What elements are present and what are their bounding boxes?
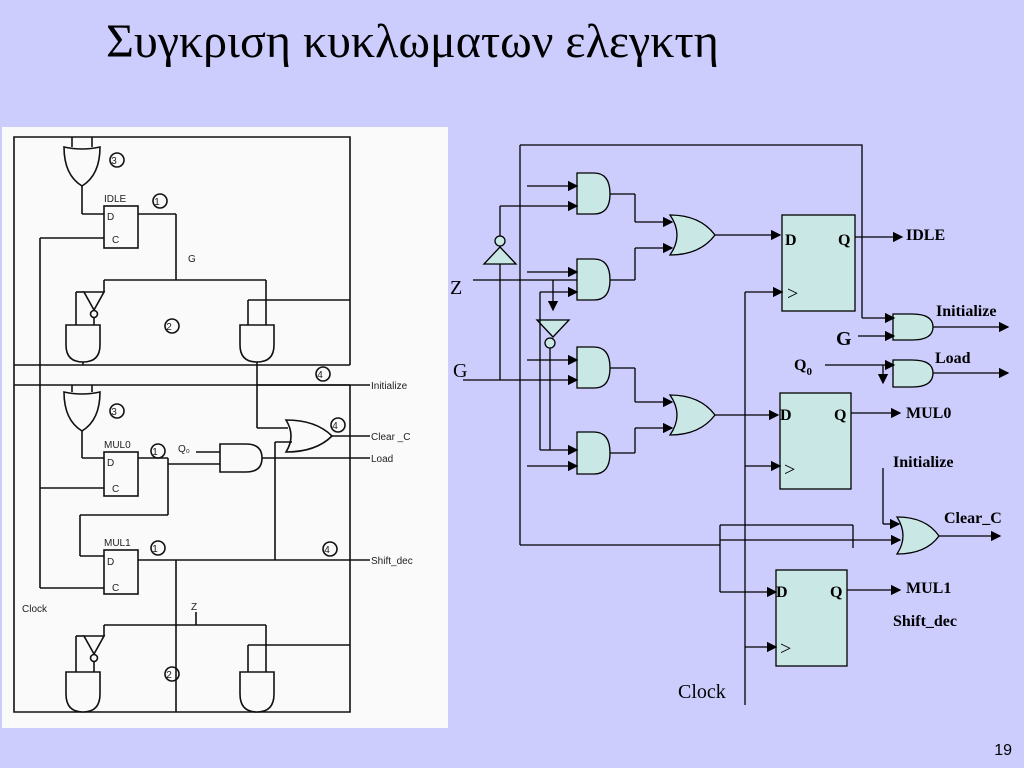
and-gate-initialize bbox=[892, 313, 934, 341]
label-q0: Q₀ bbox=[178, 444, 190, 455]
and-gate-r1 bbox=[576, 172, 611, 215]
circle-num: 1 bbox=[154, 197, 160, 208]
ff-clk-label: > bbox=[787, 283, 798, 305]
label-mul0: MUL0 bbox=[104, 440, 131, 451]
label-d: D bbox=[107, 458, 114, 469]
label-d: D bbox=[107, 557, 114, 568]
circle-num: 1 bbox=[152, 544, 158, 555]
ff-q-label: Q bbox=[830, 584, 842, 601]
label-z: Z bbox=[191, 602, 197, 613]
ff-r-mul0 bbox=[779, 392, 852, 490]
ff-d-label: D bbox=[776, 584, 788, 601]
input-clock: Clock bbox=[678, 681, 726, 703]
inverter-r1 bbox=[482, 246, 518, 265]
and-gate-load-r bbox=[892, 359, 934, 388]
output-load: Load bbox=[935, 350, 971, 367]
output-shift-dec: Shift_dec bbox=[893, 613, 957, 630]
and-gate-left-1 bbox=[65, 324, 101, 363]
ff-q-label: Q bbox=[834, 407, 846, 424]
label-d: D bbox=[107, 212, 114, 223]
ff-clk-label: > bbox=[780, 638, 791, 660]
label-shift-dec: Shift_dec bbox=[371, 556, 413, 567]
ff-q-label: Q bbox=[838, 232, 850, 249]
label-c: C bbox=[112, 235, 119, 246]
input-g2: G bbox=[836, 328, 852, 350]
circle-num: 3 bbox=[111, 407, 117, 418]
ff-mul0 bbox=[103, 451, 139, 497]
circle-num: 4 bbox=[332, 421, 338, 432]
label-mul1: MUL1 bbox=[104, 538, 131, 549]
or-gate-idle bbox=[63, 146, 101, 187]
inverter-left-1 bbox=[82, 291, 106, 312]
slide-title: Συγκριση κυκλωματων ελεγκτη bbox=[106, 15, 719, 68]
output-mul0: MUL0 bbox=[906, 405, 951, 422]
circle-num: 3 bbox=[111, 156, 117, 167]
circle-num: 1 bbox=[152, 447, 158, 458]
or-gate-r2 bbox=[668, 394, 716, 436]
right-diagram-labels: Z G Clock D Q > D Q > D Q > IDLE Initial… bbox=[450, 227, 1002, 703]
inverter-r2 bbox=[535, 319, 571, 338]
and-gate-left-3 bbox=[65, 671, 101, 713]
input-z: Z bbox=[450, 277, 462, 299]
circle-num: 2 bbox=[166, 670, 172, 681]
label-load: Load bbox=[371, 454, 393, 465]
or-gate-clear-c-r bbox=[895, 516, 940, 555]
label-idle: IDLE bbox=[104, 194, 127, 205]
and-gate-load bbox=[219, 443, 263, 473]
output-mul1: MUL1 bbox=[906, 580, 951, 597]
input-g: G bbox=[453, 360, 467, 382]
input-q0: Q0 bbox=[794, 357, 812, 378]
circle-num: 4 bbox=[317, 370, 323, 381]
label-c: C bbox=[112, 583, 119, 594]
inverter-left-2 bbox=[82, 635, 106, 656]
circle-num: 4 bbox=[324, 545, 330, 556]
slide-number: 19 bbox=[994, 742, 1012, 759]
ff-r-mul1 bbox=[775, 569, 848, 667]
label-clear-c: Clear _C bbox=[371, 432, 410, 443]
ff-d-label: D bbox=[780, 407, 792, 424]
label-initialize: Initialize bbox=[371, 381, 408, 392]
circle-num: 2 bbox=[166, 322, 172, 333]
and-gate-left-4 bbox=[239, 671, 275, 713]
and-gate-left-2 bbox=[239, 324, 275, 363]
output-clear-c: Clear_C bbox=[944, 510, 1002, 527]
left-diagram bbox=[13, 136, 370, 713]
label-g: G bbox=[188, 254, 196, 265]
or-gate-mul0 bbox=[63, 391, 101, 432]
and-gate-r4 bbox=[576, 431, 611, 475]
output-idle: IDLE bbox=[906, 227, 945, 244]
ff-clk-label: > bbox=[784, 459, 795, 481]
ff-d-label: D bbox=[785, 232, 797, 249]
left-diagram-labels: 3 1 2 4 3 1 4 1 4 2 IDLE D C G MUL0 D C … bbox=[22, 156, 413, 681]
or-gate-r1 bbox=[668, 214, 716, 256]
and-gate-r2 bbox=[576, 258, 611, 301]
or-gate-clear-c bbox=[284, 419, 334, 453]
label-clock: Clock bbox=[22, 604, 48, 615]
right-diagram bbox=[463, 144, 1010, 705]
output-initialize-2: Initialize bbox=[893, 454, 953, 471]
ff-idle bbox=[103, 205, 139, 249]
ff-mul1 bbox=[103, 549, 139, 595]
and-gate-r3 bbox=[576, 346, 611, 389]
output-initialize: Initialize bbox=[936, 303, 996, 320]
label-c: C bbox=[112, 484, 119, 495]
ff-r-idle bbox=[781, 214, 856, 312]
